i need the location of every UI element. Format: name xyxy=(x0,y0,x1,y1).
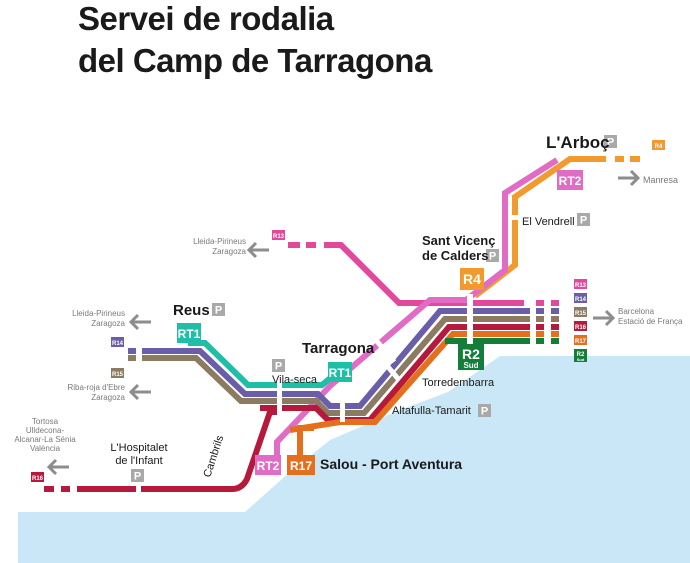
station-sant-vicenc-line2: de Calders xyxy=(422,248,488,263)
destination-tortosa-line2: Ulldecona- xyxy=(26,426,65,435)
map-title-line-2: del Camp de Tarragona xyxy=(78,42,432,79)
station-stops xyxy=(136,215,520,496)
station-vila-seca: Vila-seca xyxy=(272,374,318,386)
bundle-dashes-left xyxy=(128,348,150,361)
svg-text:R17: R17 xyxy=(290,459,312,473)
badge-r2sud-main: R2 Sud xyxy=(458,344,484,370)
destination-riba-roja-line2: Zaragoza xyxy=(91,393,125,402)
destination-lleida-top-line1: Lleida-Pirineus xyxy=(193,237,246,246)
svg-text:R2: R2 xyxy=(462,346,480,362)
station-tarragona: Tarragona xyxy=(302,340,375,357)
svg-text:Sud: Sud xyxy=(577,357,585,362)
destination-riba-roja-line1: Riba-roja d'Ebre xyxy=(67,383,125,392)
destination-tortosa-line1: Tortosa xyxy=(32,417,59,426)
destination-barcelona-line1: Barcelona xyxy=(618,307,655,316)
station-salou: Salou - Port Aventura xyxy=(320,456,462,472)
line-bundle-trunk xyxy=(150,308,530,433)
sea-area xyxy=(18,356,690,563)
svg-text:R2: R2 xyxy=(577,352,585,358)
station-el-vendrell: El Vendrell xyxy=(522,216,575,228)
badge-r4-sant-vicenc: R4 xyxy=(460,268,484,290)
station-larboc: L'Arboç xyxy=(546,133,610,152)
svg-text:R14: R14 xyxy=(112,341,124,347)
badge-r13-small: R13 xyxy=(272,230,285,240)
svg-text:R17: R17 xyxy=(575,339,587,345)
svg-text:RT1: RT1 xyxy=(178,327,201,341)
svg-text:R13: R13 xyxy=(575,283,587,289)
badge-r17-salou: R17 xyxy=(287,455,315,475)
station-cambrils: Cambrils xyxy=(201,433,226,478)
badge-rt2-salou: RT2 xyxy=(255,455,281,475)
station-hospitalet-line2: de l'Infant xyxy=(115,455,162,467)
svg-text:R4: R4 xyxy=(463,271,481,287)
station-torredembarra: Torredembarra xyxy=(422,377,495,389)
svg-text:R15: R15 xyxy=(112,372,124,378)
badge-rt2-larboc: RT2 xyxy=(557,170,583,190)
svg-text:R16: R16 xyxy=(32,476,44,482)
svg-text:RT2: RT2 xyxy=(559,174,582,188)
direction-arrows xyxy=(46,169,641,476)
svg-text:Sud: Sud xyxy=(463,361,478,370)
svg-text:R4: R4 xyxy=(655,144,663,150)
line-r16-coastal xyxy=(44,409,282,492)
destination-tortosa-line4: València xyxy=(30,444,61,453)
badge-r4-small: R4 xyxy=(652,140,665,150)
svg-text:R16: R16 xyxy=(575,325,587,331)
station-altafulla: Altafulla-Tamarit xyxy=(392,405,471,417)
svg-text:RT2: RT2 xyxy=(257,459,280,473)
station-reus: Reus xyxy=(173,302,210,319)
badge-rt1-tarragona: RT1 xyxy=(328,362,352,382)
svg-text:RT1: RT1 xyxy=(329,366,352,380)
destination-manresa: Manresa xyxy=(643,175,678,185)
destination-lleida-left-line2: Zaragoza xyxy=(91,319,125,328)
station-hospitalet-line1: L'Hospitalet xyxy=(110,442,167,454)
svg-text:R15: R15 xyxy=(575,311,587,317)
legend-badges-left: R14 R15 R16 xyxy=(31,337,124,482)
line-r17-salou xyxy=(297,425,314,463)
badge-rt1-reus: RT1 xyxy=(177,323,201,343)
destination-lleida-left-line1: Lleida-Pirineus xyxy=(72,309,125,318)
svg-text:R14: R14 xyxy=(575,297,587,303)
station-sant-vicenc-line1: Sant Vicenç xyxy=(422,233,495,248)
line-rt2 xyxy=(274,157,559,462)
destination-lleida-top-line2: Zaragoza xyxy=(212,247,246,256)
svg-text:R13: R13 xyxy=(273,234,285,240)
destination-tortosa-line3: Alcanar-La Sénia xyxy=(14,435,76,444)
destination-barcelona-line2: Estació de França xyxy=(618,317,683,326)
bundle-dashes-right xyxy=(536,300,559,344)
map-title-line-1: Servei de rodalia xyxy=(78,0,334,37)
